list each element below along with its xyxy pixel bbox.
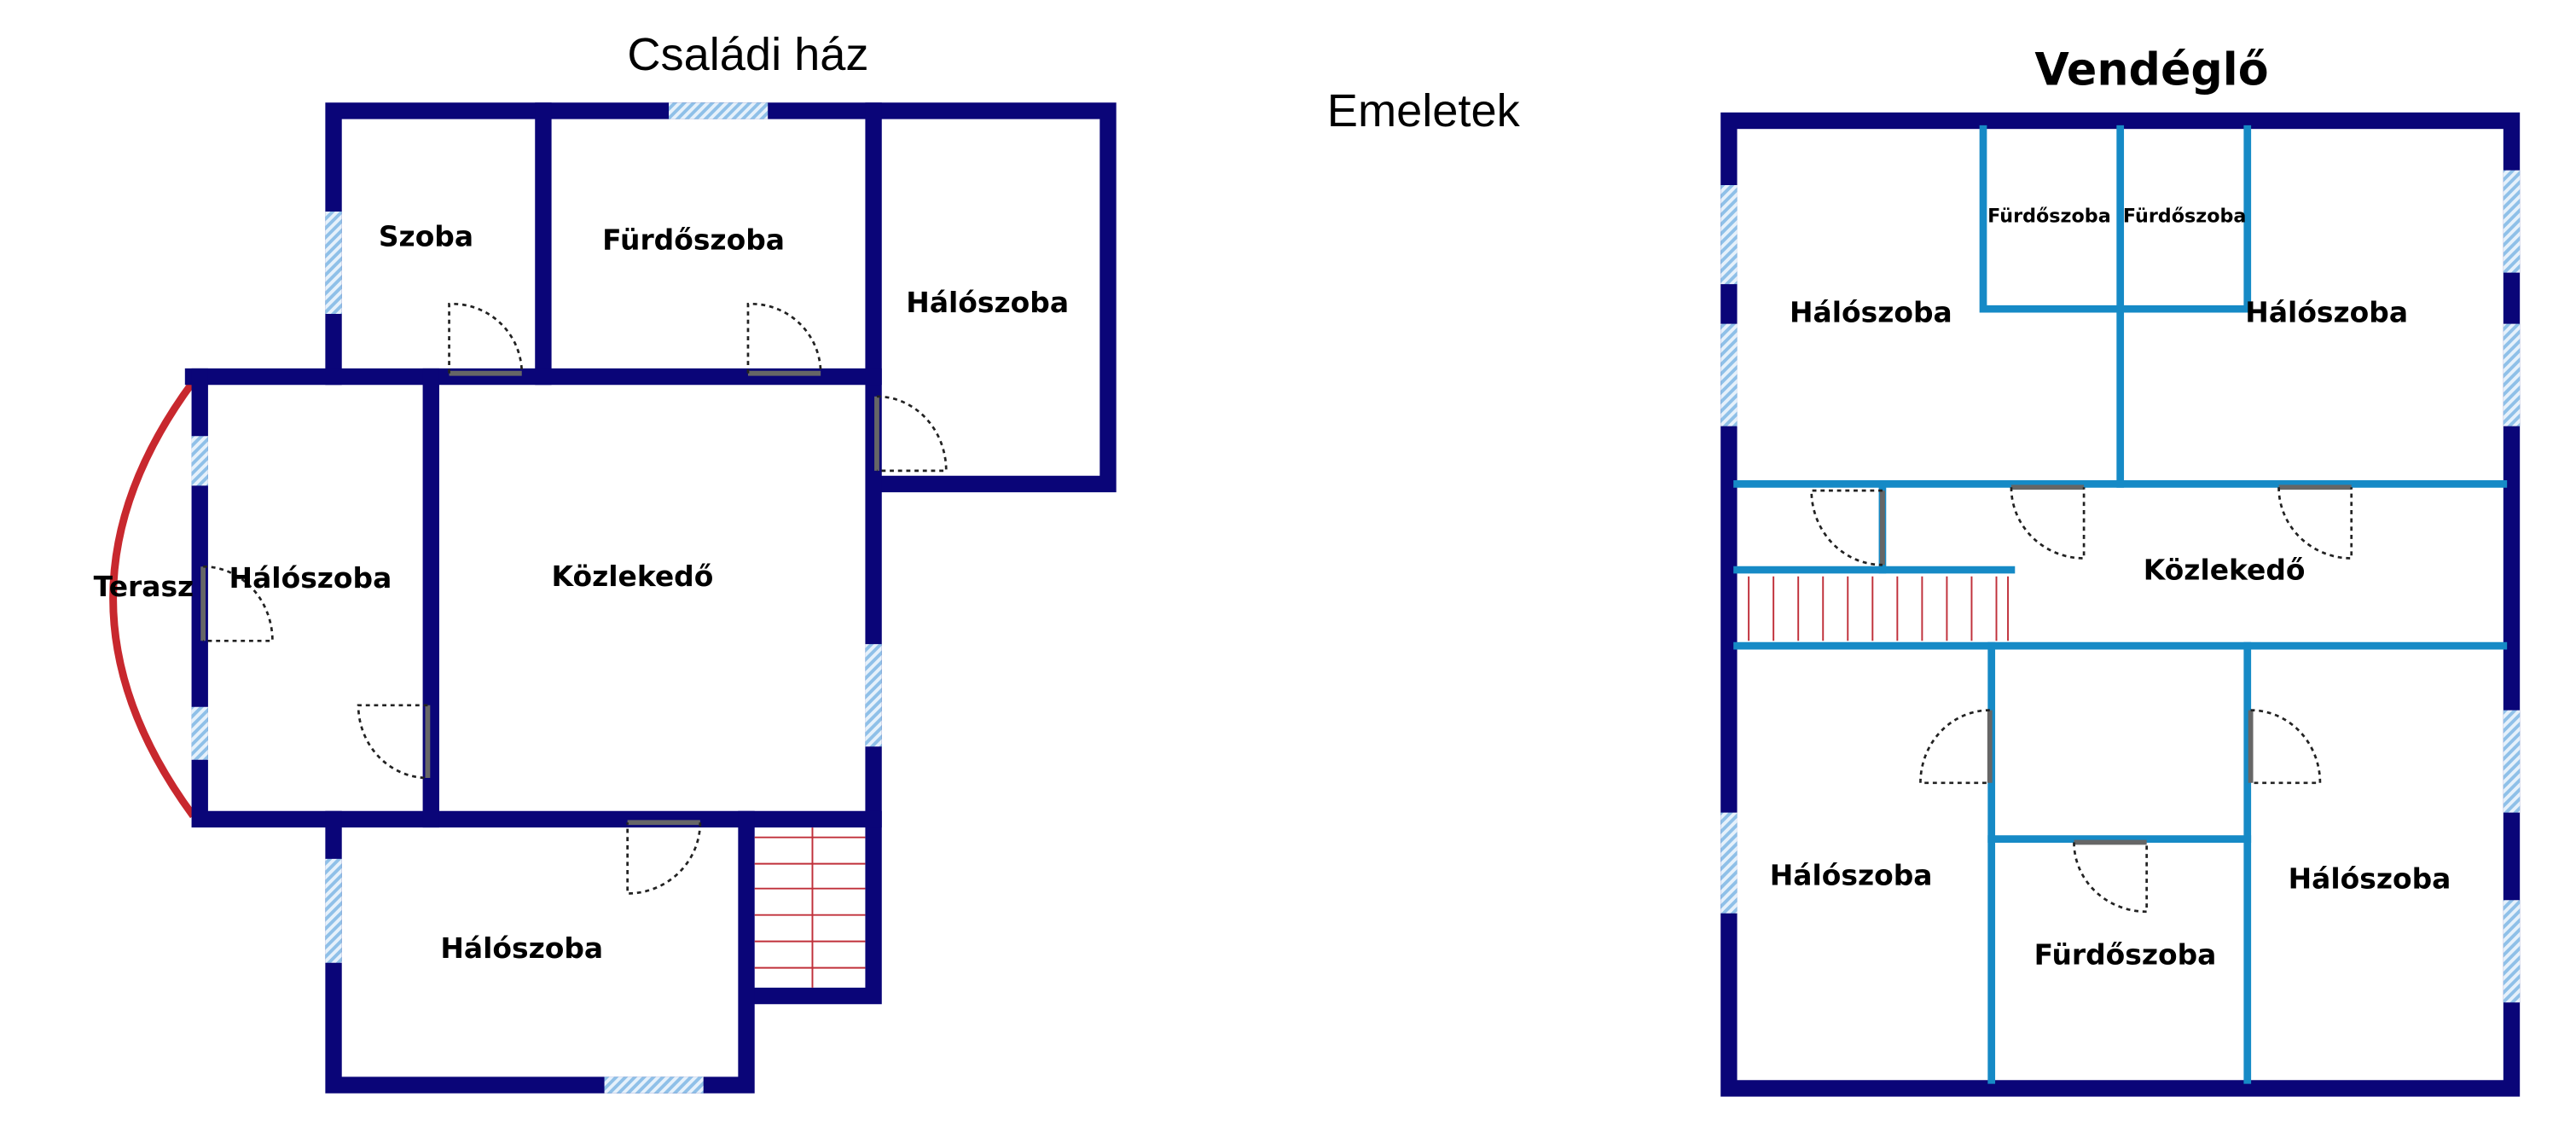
room-label-corridor: Közlekedő (2144, 553, 2306, 586)
door-bedroom-left (357, 704, 431, 780)
room-label-bedroom-left: Hálószoba (229, 561, 392, 595)
door-bedroom-bottom-right (2248, 709, 2322, 785)
room-label-szoba: Szoba (379, 219, 473, 252)
room-label-bathroom: Fürdőszoba (602, 223, 785, 256)
terrace-arc (109, 379, 197, 819)
doors (200, 303, 948, 895)
room-label-bathroom-small-1: Fürdőszoba (1987, 205, 2111, 227)
door-bedroom-right (874, 395, 948, 473)
restaurant-title: Vendéglő (2034, 44, 2268, 96)
stairs (1748, 576, 2010, 641)
door-bathroom (746, 303, 822, 376)
stairs (754, 827, 866, 988)
door-bedroom-bottom-left (1919, 709, 1993, 785)
room-label-terrace: Terasz (94, 570, 194, 603)
windows (191, 102, 882, 1094)
restaurant-plan: Vendéglő (1720, 44, 2521, 1097)
door-bedroom-bottom (626, 820, 702, 895)
outer-walls (184, 102, 1117, 1094)
room-label-bedroom-bottom-right: Hálószoba (2289, 862, 2451, 896)
room-label-bathroom-small-2: Fürdőszoba (2123, 205, 2247, 227)
doors (1810, 484, 2353, 914)
room-label-bedroom-top-right: Hálószoba (2245, 296, 2408, 329)
room-label-bedroom-top-left: Hálószoba (1790, 296, 1952, 329)
family-house-title: Családi ház (627, 29, 868, 80)
room-label-bathroom-bottom: Fürdőszoba (2034, 938, 2217, 972)
room-label-bedroom-right: Hálószoba (906, 286, 1069, 319)
door-terrace (200, 565, 274, 642)
family-house-plan: Családi ház (94, 29, 1117, 1094)
inner-walls (1733, 125, 2508, 1084)
door-bathroom-bottom (2073, 839, 2149, 914)
outer-walls (1720, 112, 2521, 1097)
door-stair-landing (1810, 489, 1885, 566)
door-szoba (448, 303, 524, 376)
room-label-bedroom-bottom: Hálószoba (440, 931, 603, 965)
floors-label: Emeletek (1327, 85, 1521, 136)
room-label-bedroom-bottom-left: Hálószoba (1770, 859, 1933, 892)
windows (1720, 170, 2521, 1003)
door-bedroom-top-right (2277, 484, 2353, 560)
room-label-corridor: Közlekedő (552, 560, 714, 593)
door-bedroom-top-left (2010, 484, 2086, 560)
